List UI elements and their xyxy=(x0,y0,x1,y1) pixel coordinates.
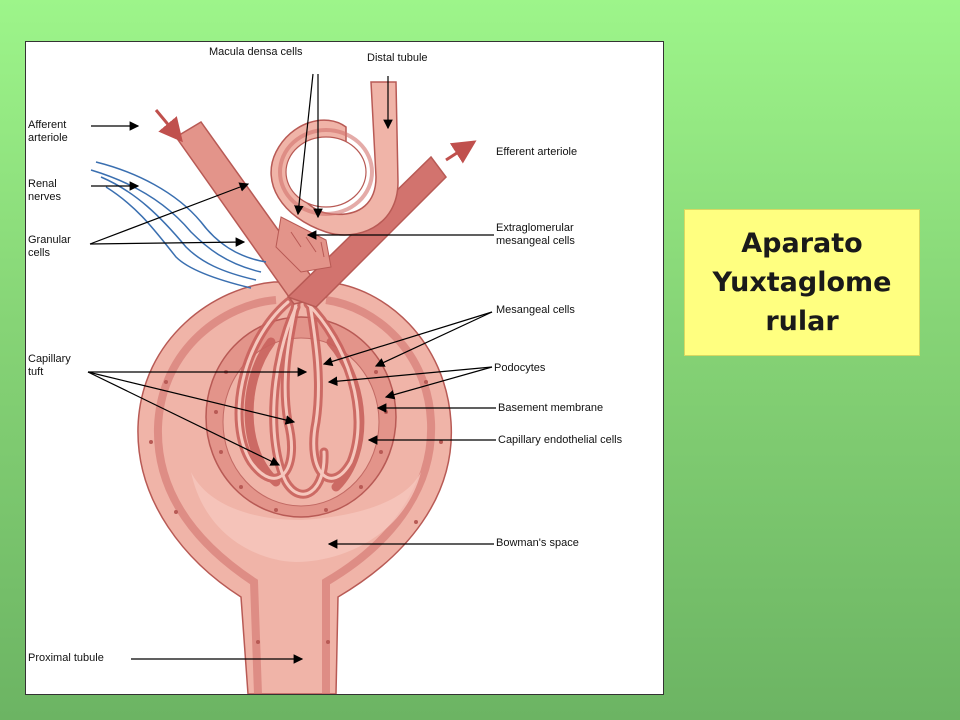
label-bowmans-space: Bowman's space xyxy=(496,537,579,549)
juxtaglomerular-illustration xyxy=(87,73,496,694)
label-podocytes: Podocytes xyxy=(494,362,546,374)
macula-densa xyxy=(275,216,332,273)
label-basement-membrane: Basement membrane xyxy=(498,402,604,414)
label-extraglomerular-mesangeal-cells: Extraglomerular mesangeal cells xyxy=(496,222,575,247)
label-macula-densa: Macula densa cells xyxy=(209,46,303,58)
label-granular-cells: Granular cells xyxy=(28,234,71,259)
label-distal-tubule: Distal tubule xyxy=(367,52,428,64)
slide-title: Aparato Yuxtaglome rular xyxy=(712,228,892,337)
label-efferent-arteriole: Efferent arteriole xyxy=(496,146,578,158)
title-box: Aparato Yuxtaglome rular xyxy=(684,209,920,356)
label-afferent-arteriole: Afferent arteriole xyxy=(28,119,68,144)
label-mesangeal-cells: Mesangeal cells xyxy=(496,304,575,316)
renal-nerves xyxy=(90,161,267,289)
bowmans-space-region xyxy=(191,472,421,562)
diagram-panel: Macula densa cells Distal tubule Afferen… xyxy=(25,41,664,695)
label-capillary-endothelial-cells: Capillary endothelial cells xyxy=(498,434,623,446)
label-renal-nerves: Renal nerves xyxy=(28,178,62,203)
label-capillary-tuft: Capillary tuft xyxy=(28,353,71,378)
efferent-arteriole xyxy=(286,155,447,308)
label-proximal-tubule: Proximal tubule xyxy=(28,652,104,664)
distal-tubule xyxy=(270,81,399,236)
callout-lines xyxy=(87,73,496,664)
